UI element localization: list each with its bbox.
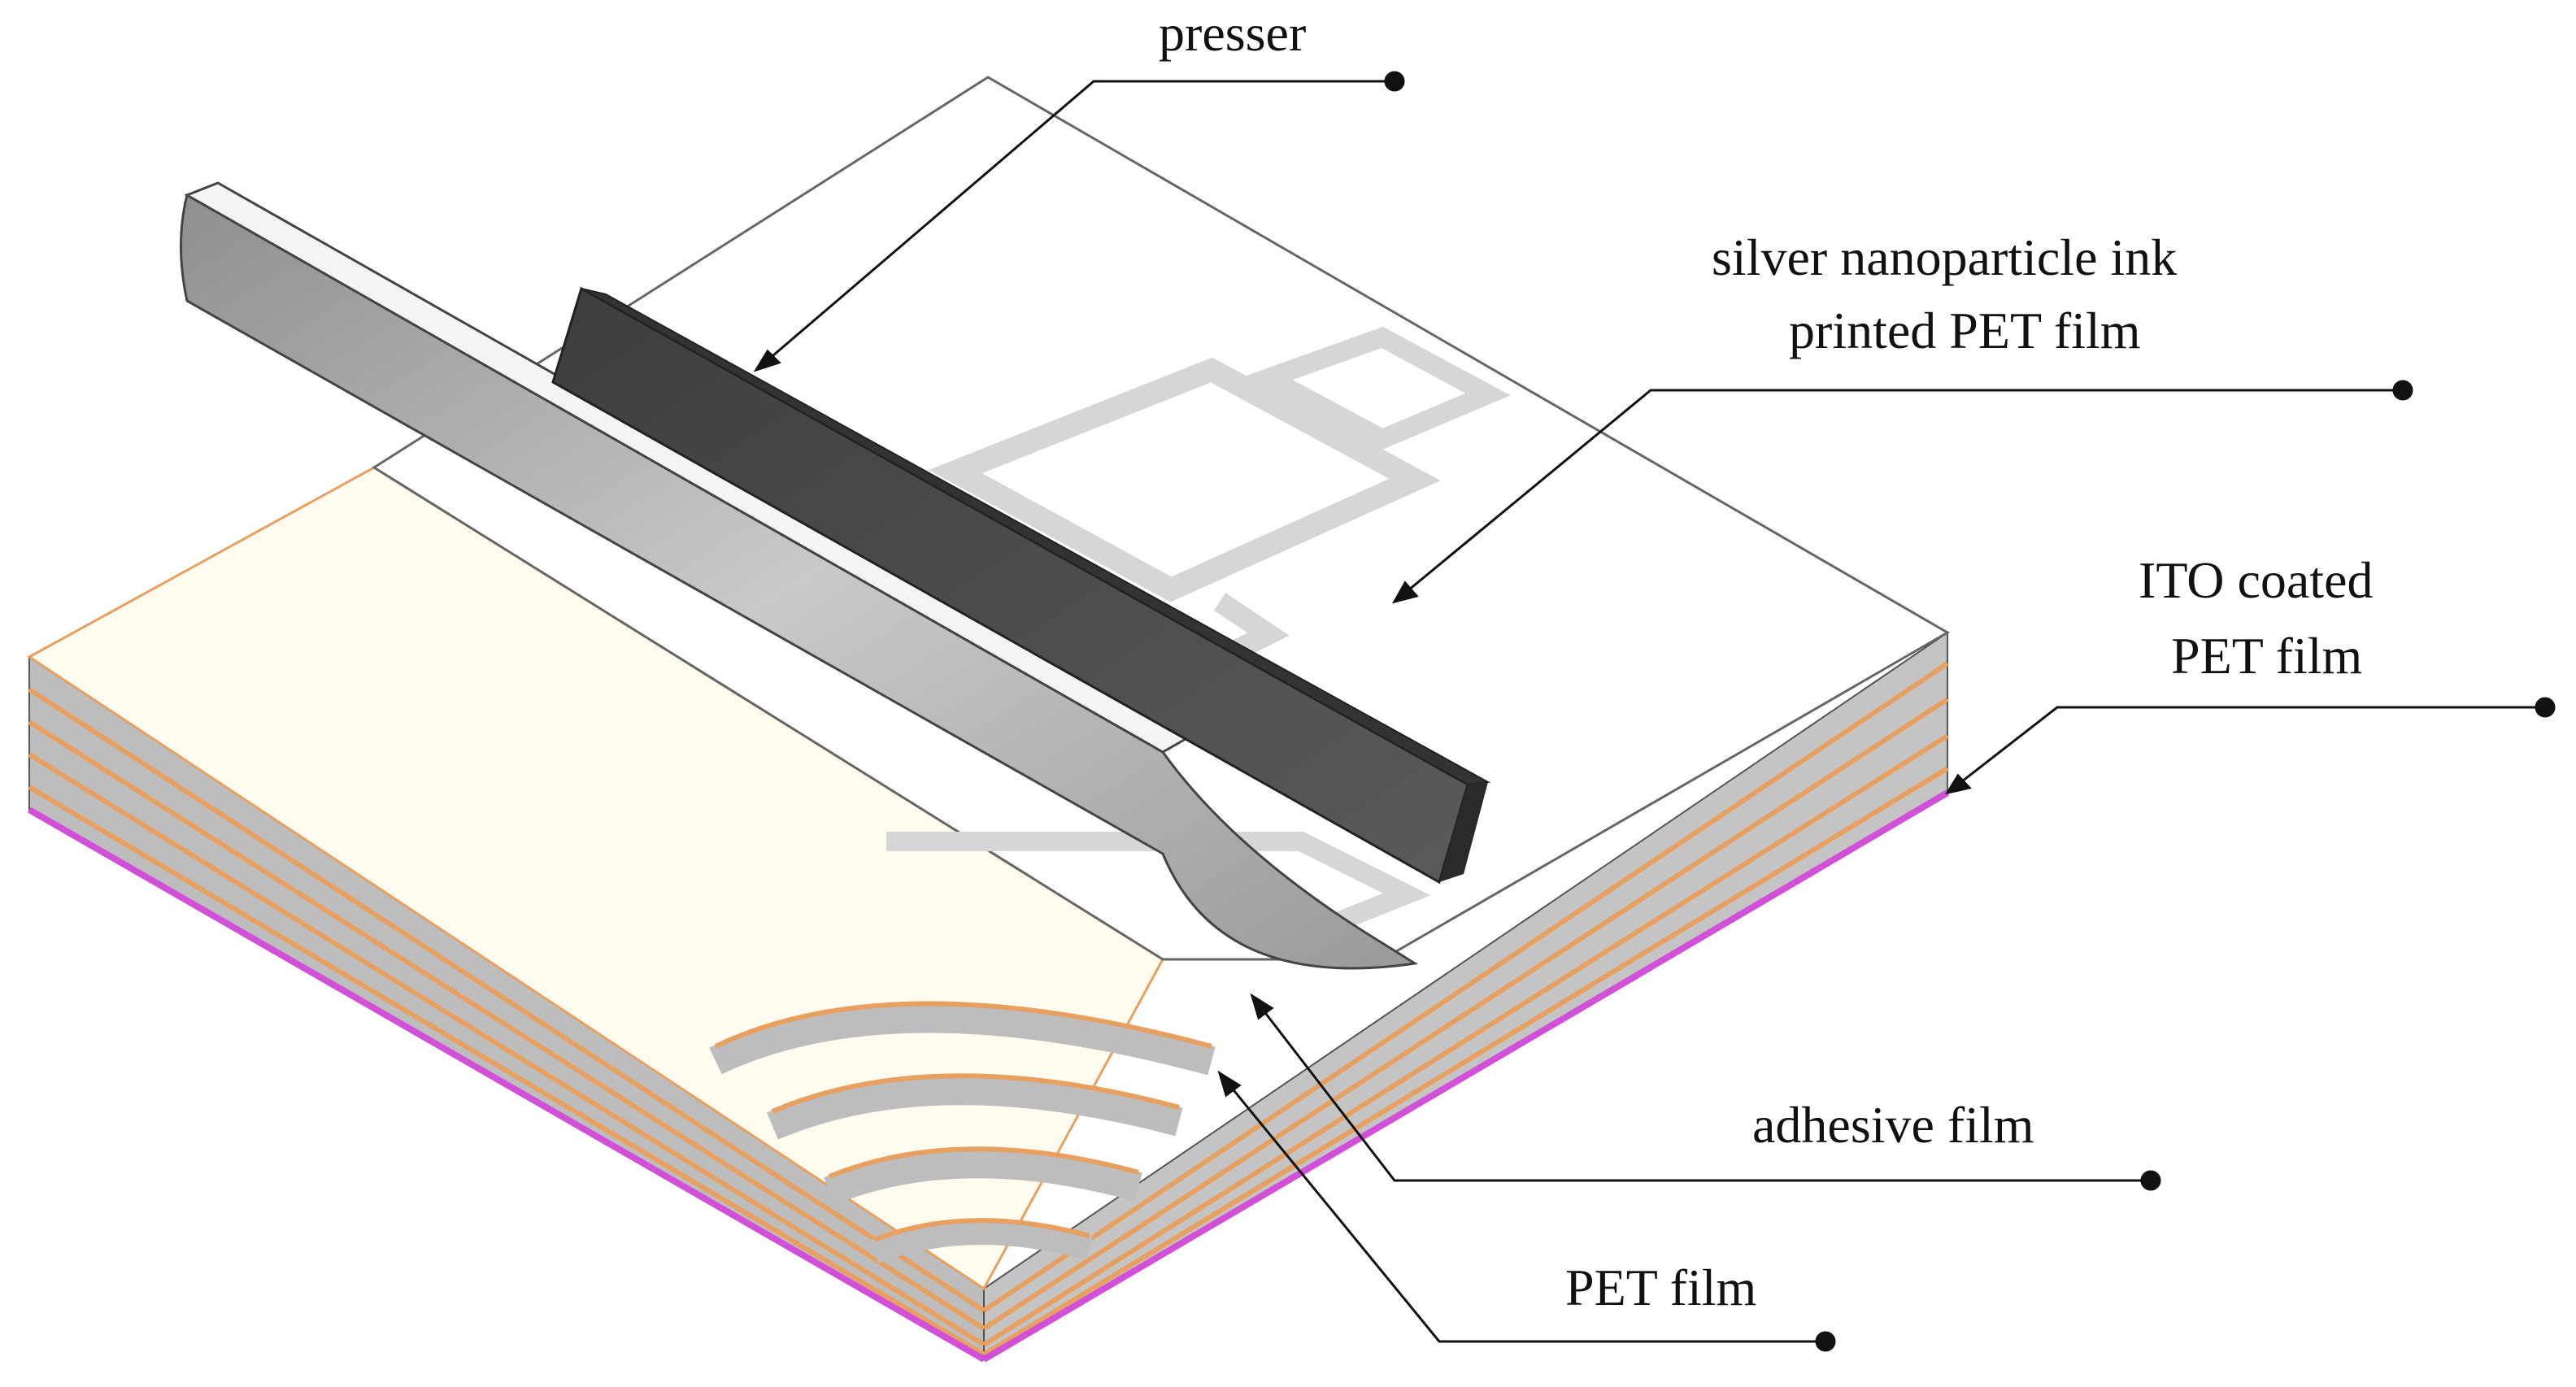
ito-edge-left	[28, 807, 986, 1363]
labels: presser silver nanoparticle ink printed …	[1159, 4, 2373, 1316]
pet-leader	[1218, 1072, 1825, 1343]
label-ito-line1: ITO coated	[2139, 551, 2373, 609]
presser-leader	[755, 80, 1395, 372]
concentric-arcs	[709, 1001, 1216, 1263]
adhesive-lines-right	[982, 661, 1949, 1357]
roller-guide	[180, 181, 1419, 970]
layer-stack	[28, 631, 1950, 1363]
label-pet: PET film	[1565, 1259, 1756, 1316]
ito-edge-right	[981, 789, 1950, 1363]
label-silver-ink-line1: silver nanoparticle ink	[1712, 228, 2177, 286]
adhesive-lines-left	[28, 687, 986, 1357]
label-presser: presser	[1159, 4, 1306, 62]
adhesive-leader	[1251, 995, 2151, 1182]
label-adhesive: adhesive film	[1752, 1096, 2034, 1154]
silver-ink-leader	[1394, 389, 2403, 603]
label-silver-ink-line2: printed PET film	[1789, 302, 2141, 359]
presser-bar	[551, 286, 1491, 885]
ito-leader	[1947, 706, 2545, 794]
callouts	[753, 71, 2556, 1352]
label-ito-line2: PET film	[2171, 627, 2362, 685]
